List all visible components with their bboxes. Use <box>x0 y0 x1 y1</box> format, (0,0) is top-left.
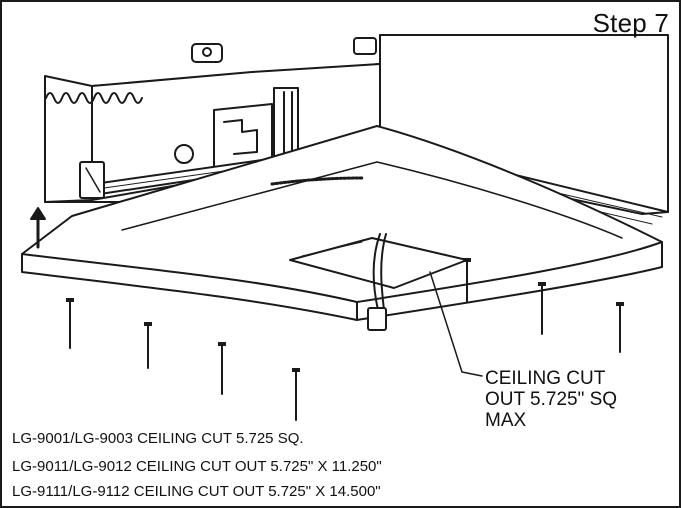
ceiling-cut-callout: CEILING CUT OUT 5.725" SQ MAX <box>485 368 665 431</box>
callout-leader <box>429 271 483 377</box>
coiled-cable-icon <box>45 92 143 104</box>
spec-line-lg-9111: LG-9111/LG-9112 CEILING CUT OUT 5.725" X… <box>12 483 381 500</box>
up-arrow-icon <box>30 207 46 249</box>
step-title: Step 7 <box>592 8 669 38</box>
callout-line: CEILING CUT <box>485 368 606 389</box>
spec-line-lg-9001: LG-9001/LG-9003 CEILING CUT 5.725 SQ. <box>12 430 304 447</box>
spec-line-lg-9011: LG-9011/LG-9012 CEILING CUT OUT 5.725" X… <box>12 458 382 475</box>
callout-line: MAX <box>485 410 527 431</box>
screw-icon <box>69 259 621 421</box>
ceiling-panel <box>21 125 663 321</box>
callout-line: OUT 5.725" SQ <box>485 389 618 410</box>
